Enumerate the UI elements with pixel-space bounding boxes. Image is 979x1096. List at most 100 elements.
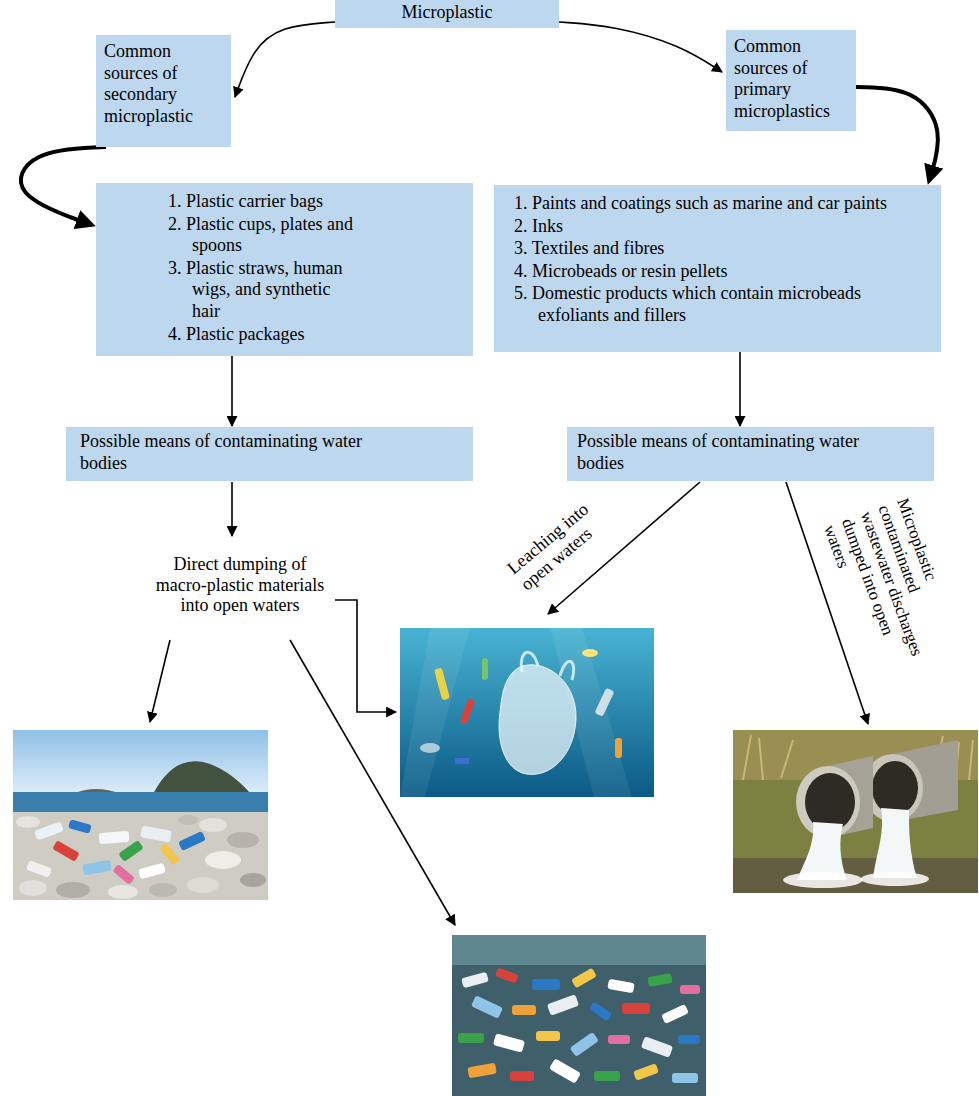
pebble (178, 815, 198, 825)
pathway-arrow (335, 600, 396, 712)
trash (622, 1003, 650, 1014)
list-item: 2. Plastic cups, plates and spoons (168, 214, 353, 257)
photo-sea (13, 792, 268, 814)
pebble (108, 885, 138, 899)
debris (582, 649, 598, 657)
trash (570, 1032, 599, 1057)
debris (615, 738, 622, 758)
box-text: Possible means of contaminating water bo… (577, 431, 897, 474)
water-flow (797, 822, 847, 880)
trash (571, 968, 597, 989)
debris (594, 688, 614, 717)
list-item: 1. Paints and coatings such as marine an… (514, 193, 899, 215)
debris (482, 658, 488, 680)
flow-arrow (559, 22, 722, 72)
pebble (16, 816, 40, 828)
photo-sky (13, 730, 268, 794)
pebble (199, 818, 227, 832)
debris (434, 668, 450, 701)
photo-island (153, 761, 251, 794)
trash (641, 1036, 673, 1058)
bottle (68, 819, 92, 833)
pathway-label: Direct dumping of macro-plastic material… (153, 554, 328, 616)
list-item: 5. Domestic products which contain micro… (514, 283, 899, 326)
process-box: Possible means of contaminating water bo… (66, 427, 473, 481)
flow-arrow (856, 87, 938, 181)
outfall-photo (733, 730, 978, 893)
process-box: Microplastic (335, 0, 559, 28)
trash (594, 1071, 620, 1081)
trash (589, 1001, 612, 1021)
trash (661, 1004, 689, 1024)
beach-photo (13, 730, 268, 900)
trash (493, 1033, 525, 1052)
pathway-arrow (150, 640, 170, 722)
foam (783, 872, 863, 888)
photo-water (452, 935, 706, 1096)
process-box: Common sources of primary microplastics (726, 30, 856, 131)
trash (461, 972, 489, 988)
light-ray (400, 628, 470, 797)
pipe-mouth (872, 761, 918, 815)
bottle (52, 840, 80, 862)
list-item: 4. Microbeads or resin pellets (514, 261, 899, 283)
pebble (227, 832, 259, 848)
trash (471, 995, 503, 1019)
flow-arrow (739, 352, 741, 426)
photo-pond (733, 858, 978, 893)
box-text: Common sources of primary microplastics (734, 36, 842, 122)
pathway-arrow (231, 482, 233, 536)
trash (633, 1063, 659, 1081)
trash (647, 973, 672, 987)
bottle (178, 831, 206, 851)
photo-bank (733, 730, 978, 893)
pathway-label: Microplastic contaminated wastewater dis… (819, 496, 967, 684)
trash-photo (452, 935, 706, 1096)
foam (861, 872, 929, 886)
source-list-box: 1. Paints and coatings such as marine an… (494, 185, 941, 352)
trash (547, 994, 579, 1016)
photo-water (452, 935, 706, 965)
trash (607, 979, 634, 993)
trash (680, 985, 700, 994)
process-box: Possible means of contaminating water bo… (567, 427, 934, 481)
process-box: Common sources of secondary microplastic (96, 35, 231, 147)
trash (678, 1035, 700, 1044)
bottle (99, 831, 130, 845)
bottle (82, 860, 111, 876)
photo-water (400, 628, 654, 797)
bottle (138, 863, 166, 879)
pebble (19, 880, 47, 896)
bottle (140, 825, 172, 842)
pebble (240, 873, 266, 887)
bottle (118, 840, 143, 862)
trash (467, 1063, 496, 1079)
underwater-photo (400, 628, 654, 797)
list-item: 1. Plastic carrier bags (168, 191, 353, 213)
bottle (159, 843, 180, 866)
box-text: Common sources of secondary microplastic (104, 41, 214, 127)
water-flow (873, 808, 917, 878)
pebble (56, 882, 90, 898)
box-text: Possible means of contaminating water bo… (80, 431, 400, 474)
flow-arrow (21, 147, 106, 225)
bottle (112, 864, 135, 885)
pathway-arrows (150, 482, 868, 925)
debris (455, 758, 469, 764)
trash (458, 1033, 484, 1043)
debris (460, 698, 475, 725)
trash (510, 1071, 534, 1081)
pipe-mouth (805, 773, 855, 831)
trash (549, 1058, 581, 1083)
photo-pebbles (13, 812, 268, 900)
list-item: 3. Plastic straws, human wigs, and synth… (168, 258, 353, 323)
pathway-arrow (290, 640, 455, 925)
pebble (205, 851, 241, 869)
trash (536, 1031, 560, 1041)
plastic-bag (499, 665, 576, 775)
list-item: 2. Inks (514, 216, 899, 238)
flow-arrow (231, 356, 233, 426)
list-item: 4. Plastic packages (168, 324, 353, 346)
